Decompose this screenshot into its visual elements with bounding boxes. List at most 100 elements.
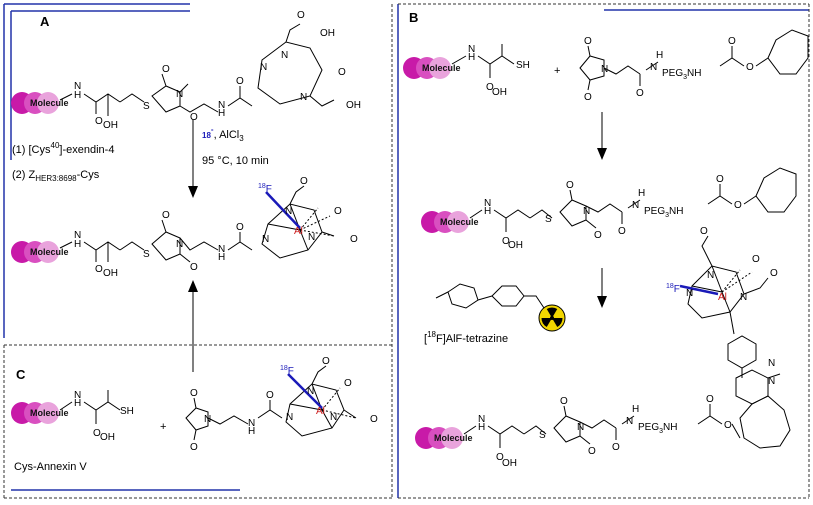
svg-text:S: S: [143, 249, 150, 260]
svg-text:O: O: [190, 112, 198, 123]
svg-text:S: S: [143, 101, 150, 112]
svg-text:N: N: [577, 422, 584, 433]
substrate-affibody: (2) ZHER3:8698-Cys: [12, 169, 100, 183]
svg-text:O: O: [706, 394, 714, 405]
svg-text:OH: OH: [502, 458, 517, 469]
svg-text:O: O: [190, 442, 198, 453]
svg-text:Molecule: Molecule: [434, 433, 473, 443]
svg-text:H: H: [484, 206, 491, 217]
svg-text:S: S: [539, 430, 546, 441]
svg-text:N: N: [707, 270, 714, 281]
svg-text:N: N: [307, 386, 314, 397]
svg-text:H: H: [656, 50, 663, 61]
svg-text:O: O: [297, 10, 305, 21]
svg-text:O: O: [322, 356, 330, 367]
svg-text:H: H: [74, 398, 81, 409]
svg-text:95 °C, 10 min: 95 °C, 10 min: [202, 155, 269, 167]
svg-text:N: N: [176, 89, 183, 100]
tetrazine-reagent: [435, 283, 545, 309]
svg-text:OH: OH: [492, 87, 507, 98]
svg-text:O: O: [566, 180, 574, 191]
svg-text:N: N: [768, 358, 775, 369]
svg-text:O: O: [588, 446, 596, 457]
svg-text:O: O: [350, 234, 358, 245]
panel-c-cys-molecule: [11, 390, 121, 424]
panel-a-top-labels: Molecule H N O OH S O N O H N O N N N O …: [30, 10, 361, 131]
svg-text:H: H: [632, 404, 639, 415]
svg-text:O: O: [746, 62, 754, 73]
svg-text:O: O: [594, 230, 602, 241]
svg-text:18F: 18F: [666, 283, 680, 295]
svg-text:N: N: [204, 414, 211, 425]
svg-text:O: O: [344, 378, 352, 389]
svg-text:H: H: [638, 188, 645, 199]
svg-text:N: N: [740, 292, 747, 303]
svg-text:N: N: [300, 92, 307, 103]
panel-a-starting-conjugate: [11, 23, 335, 116]
svg-text:N: N: [218, 100, 225, 111]
svg-text:OH: OH: [346, 100, 361, 111]
svg-text:O: O: [716, 174, 724, 185]
svg-text:O: O: [95, 264, 103, 275]
svg-text:N: N: [601, 64, 608, 75]
arrow-b1-down: [597, 112, 607, 160]
svg-text:O: O: [560, 396, 568, 407]
panel-b-border: [398, 3, 810, 499]
svg-text:O: O: [236, 76, 244, 87]
svg-text:H: H: [218, 252, 225, 263]
svg-text:O: O: [636, 88, 644, 99]
tetrazine-label: [18F]AlF-tetrazine: [424, 330, 508, 345]
svg-text:SH: SH: [516, 60, 530, 71]
svg-text:Molecule: Molecule: [422, 63, 461, 73]
svg-text:O: O: [752, 254, 760, 265]
svg-text:H: H: [74, 90, 81, 101]
svg-text:O: O: [266, 390, 274, 401]
reaction-a-conditions: 18-, AlCl3 95 °C, 10 min: [202, 125, 269, 167]
svg-text:O: O: [496, 452, 504, 463]
arrow-a-down: [188, 120, 198, 198]
svg-text:O: O: [728, 36, 736, 47]
svg-text:S: S: [545, 214, 552, 225]
svg-text:N: N: [650, 62, 657, 73]
svg-text:Molecule: Molecule: [30, 408, 69, 418]
substrate-list: (1) [Cys40]-exendin-4 (2) ZHER3:8698-Cys: [12, 141, 114, 183]
svg-text:O: O: [190, 262, 198, 273]
svg-text:O: O: [236, 222, 244, 233]
svg-text:18-, AlCl3: 18-, AlCl3: [202, 125, 244, 143]
svg-text:O: O: [584, 92, 592, 103]
svg-text:N: N: [262, 234, 269, 245]
substrate-exendin: (1) [Cys40]-exendin-4: [12, 141, 114, 156]
svg-text:N: N: [218, 244, 225, 255]
svg-text:O: O: [618, 226, 626, 237]
svg-text:O: O: [162, 210, 170, 221]
panel-b-final-labels: Molecule H N O OH S O N O O H N PEG3NH O…: [434, 394, 732, 469]
svg-text:OH: OH: [320, 28, 335, 39]
svg-text:Molecule: Molecule: [440, 217, 479, 227]
svg-text:N: N: [330, 412, 337, 423]
panel-a-border: [3, 3, 190, 338]
divider-vertical: [391, 4, 399, 498]
panel-b-linker-labels: O O N O H N PEG3NH O O: [584, 36, 754, 103]
svg-text:H: H: [218, 108, 225, 119]
svg-text:H: H: [468, 52, 475, 63]
svg-text:O: O: [300, 176, 308, 187]
panel-c-border: [3, 344, 392, 499]
svg-text:O: O: [584, 36, 592, 47]
svg-text:N: N: [632, 200, 639, 211]
svg-text:O: O: [162, 64, 170, 75]
svg-text:18F: 18F: [280, 365, 294, 377]
svg-text:N: N: [74, 230, 81, 241]
svg-text:N: N: [286, 412, 293, 423]
svg-text:H: H: [478, 422, 485, 433]
svg-text:N: N: [468, 44, 475, 55]
panel-b-cys-molecule: [403, 44, 515, 79]
svg-text:N: N: [308, 232, 315, 243]
svg-text:N: N: [176, 239, 183, 250]
svg-text:O: O: [334, 206, 342, 217]
svg-text:H: H: [74, 239, 81, 250]
svg-text:O: O: [612, 442, 620, 453]
svg-text:N: N: [686, 288, 693, 299]
svg-text:OH: OH: [508, 240, 523, 251]
panel-b-top-labels: Molecule H N SH O OH +: [422, 44, 560, 98]
